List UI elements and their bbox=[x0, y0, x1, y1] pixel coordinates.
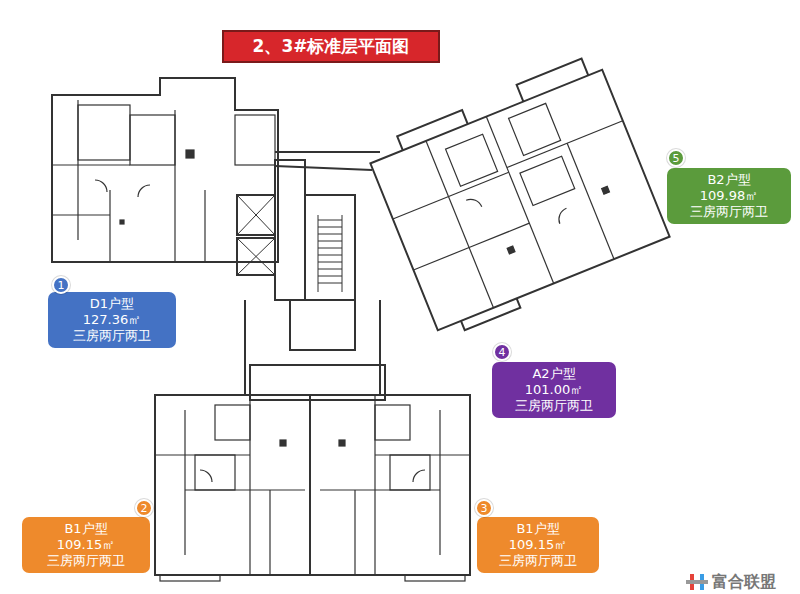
unit-callout: B1户型109.15㎡三房两厅两卫 bbox=[477, 517, 599, 573]
title-banner: 2、3#标准层平面图 bbox=[222, 30, 440, 63]
unit-text: B2户型 bbox=[707, 172, 750, 188]
callout-number: 4 bbox=[493, 343, 511, 361]
unit-callout: D1户型127.36㎡三房两厅两卫 bbox=[48, 292, 176, 348]
unit-text: 101.00㎡ bbox=[525, 382, 584, 398]
callout-number-text: 1 bbox=[58, 280, 65, 291]
callout-number-text: 2 bbox=[141, 503, 148, 514]
unit-callout: B1户型109.15㎡三房两厅两卫 bbox=[22, 517, 150, 573]
unit-text: A2户型 bbox=[532, 366, 575, 382]
unit-text: 三房两厅两卫 bbox=[499, 553, 577, 569]
title-text: 2、3#标准层平面图 bbox=[253, 35, 410, 58]
unit-text: 109.15㎡ bbox=[57, 537, 116, 553]
callout-number: 5 bbox=[667, 149, 685, 167]
unit-text: 三房两厅两卫 bbox=[47, 553, 125, 569]
unit-text: 三房两厅两卫 bbox=[73, 328, 151, 344]
callout-number: 2 bbox=[135, 499, 153, 517]
unit-text: 109.98㎡ bbox=[700, 188, 759, 204]
watermark-text: 富合联盟 bbox=[712, 572, 776, 593]
unit-callout: B2户型109.98㎡三房两厅两卫 bbox=[667, 168, 791, 224]
unit-text: 三房两厅两卫 bbox=[690, 204, 768, 220]
unit-text: 127.36㎡ bbox=[83, 312, 142, 328]
unit-text: 三房两厅两卫 bbox=[515, 398, 593, 414]
callout-number: 3 bbox=[475, 499, 493, 517]
callout-number-text: 5 bbox=[673, 153, 680, 164]
unit-text: D1户型 bbox=[90, 296, 134, 312]
logo-mark bbox=[686, 574, 708, 590]
callout-number-text: 4 bbox=[499, 347, 506, 358]
unit-text: B1户型 bbox=[516, 521, 559, 537]
unit-text: 109.15㎡ bbox=[509, 537, 568, 553]
callout-number-text: 3 bbox=[481, 503, 488, 514]
unit-text: B1户型 bbox=[64, 521, 107, 537]
unit-callout: A2户型101.00㎡三房两厅两卫 bbox=[492, 362, 616, 418]
callout-number: 1 bbox=[52, 276, 70, 294]
